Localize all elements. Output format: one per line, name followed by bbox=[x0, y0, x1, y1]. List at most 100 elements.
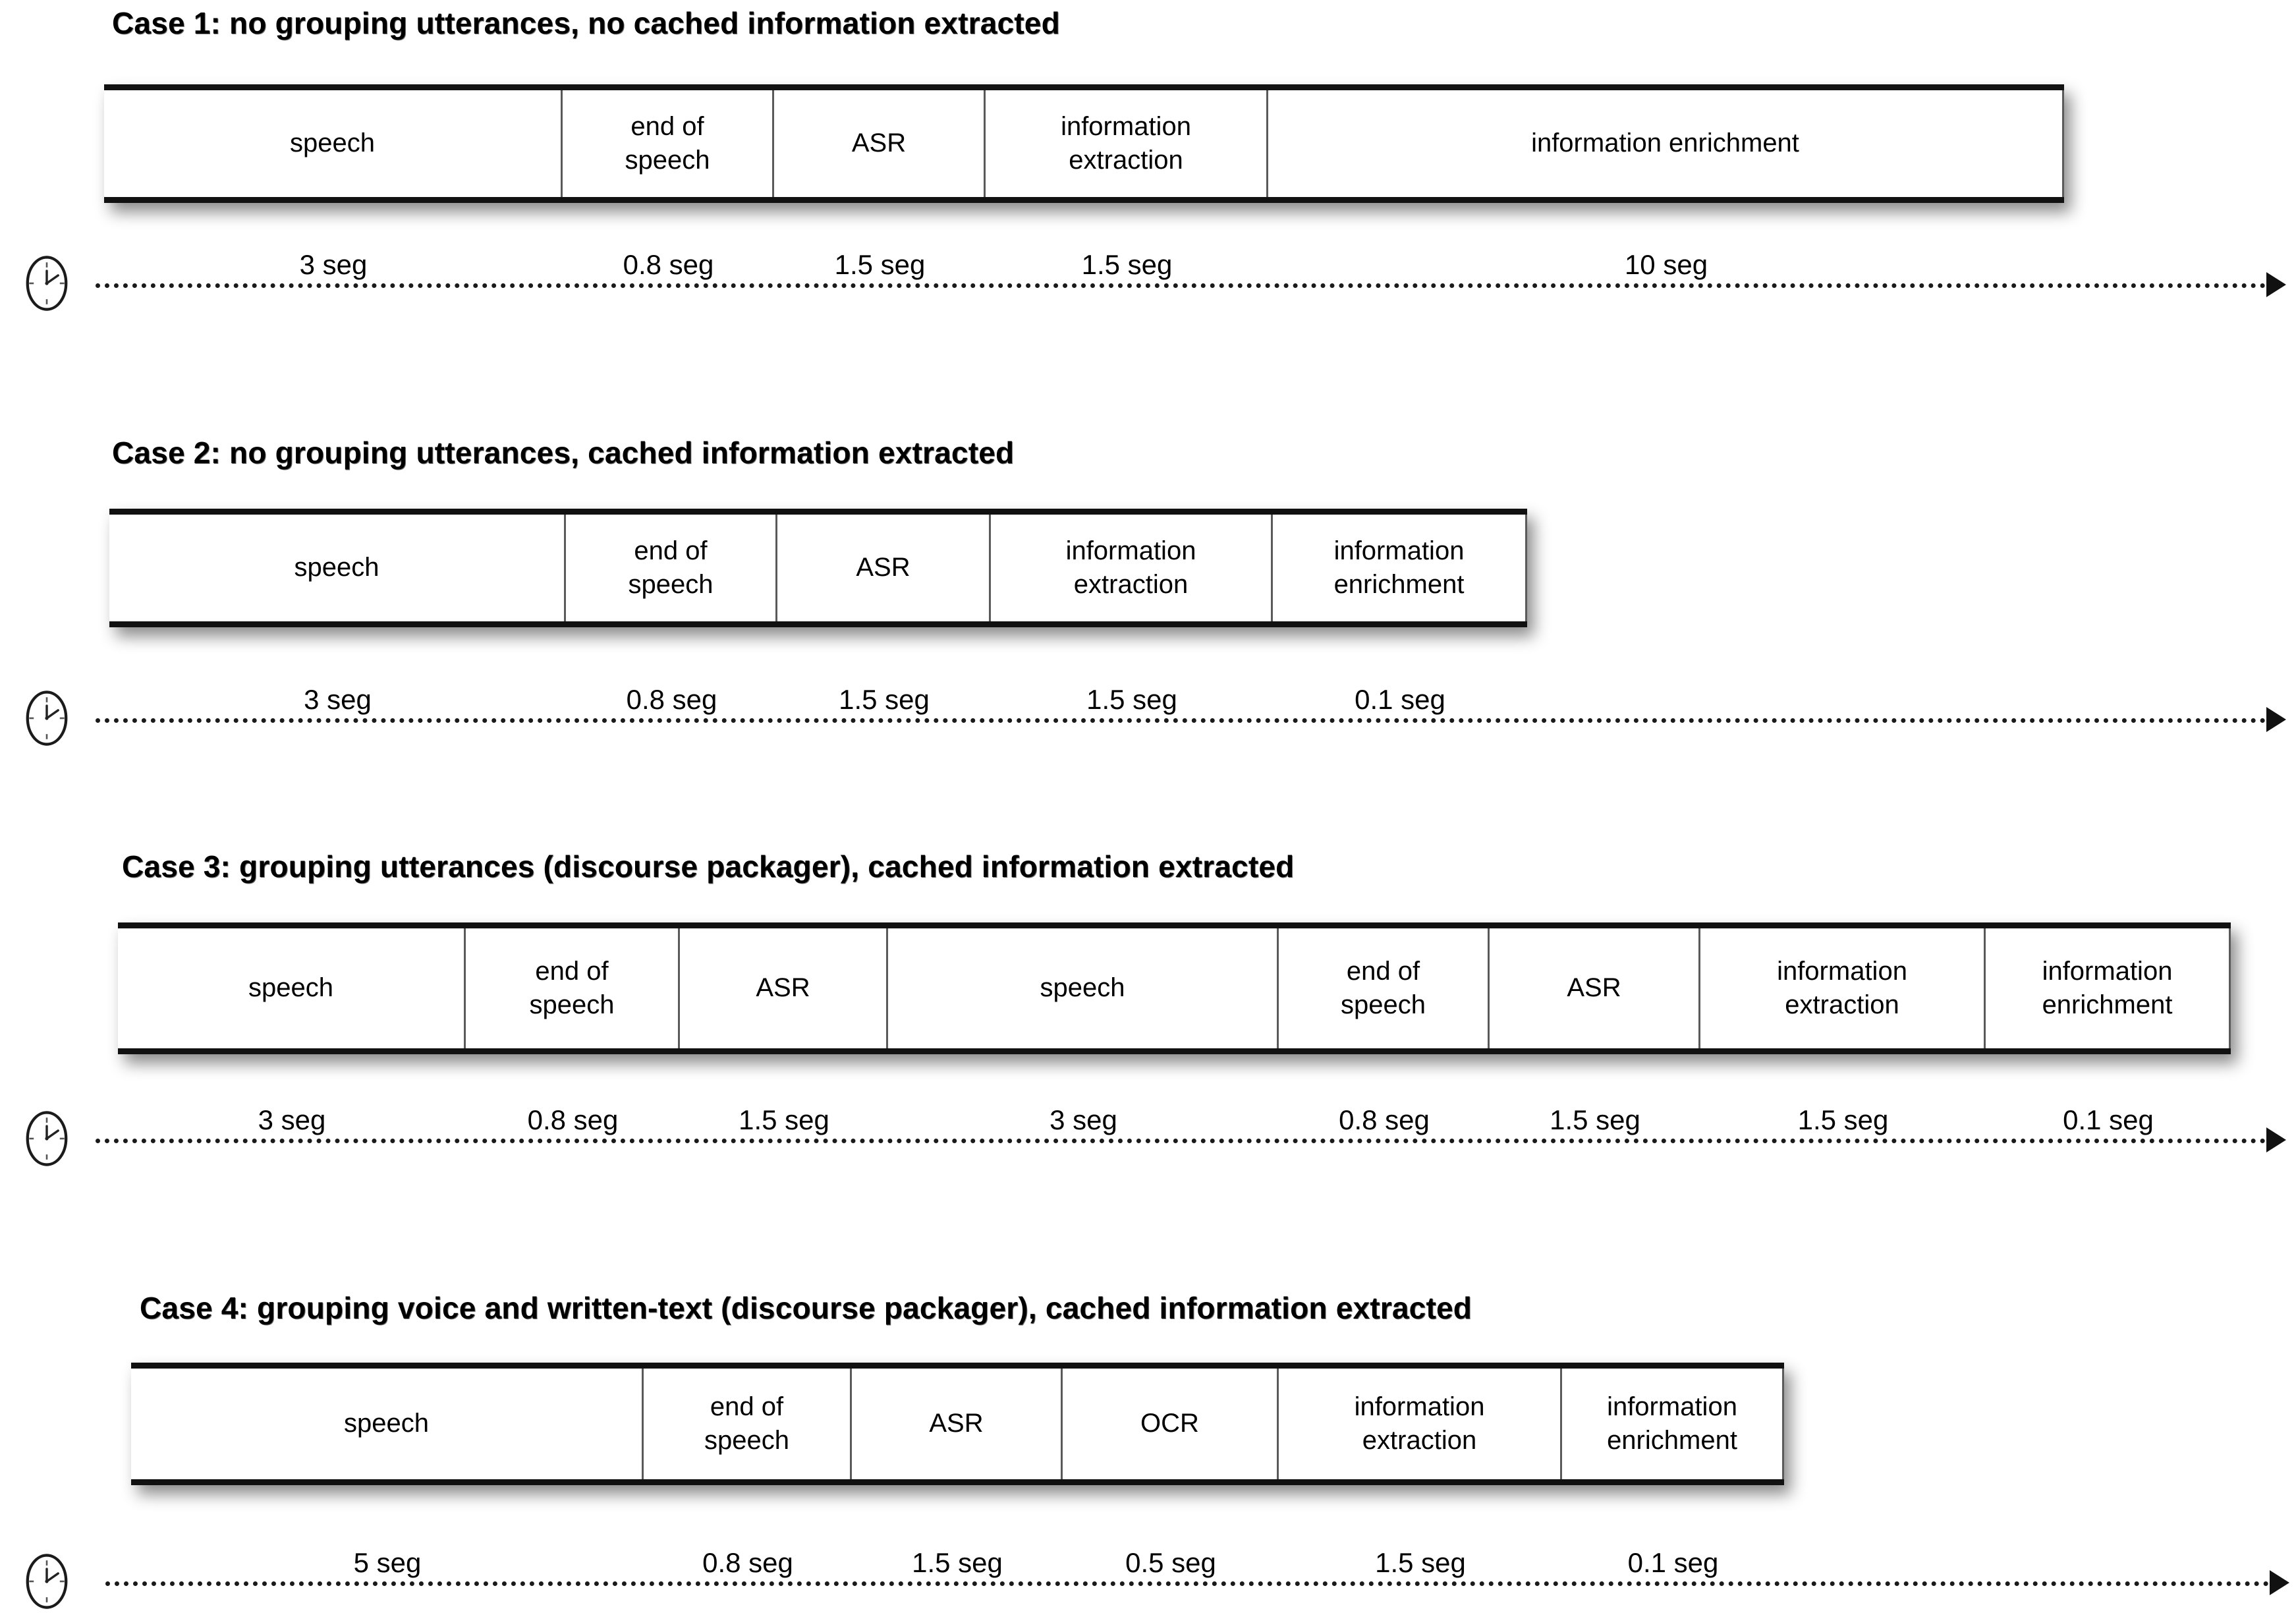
clock-icon bbox=[18, 690, 75, 747]
pipeline-stage-ASR: ASR bbox=[774, 90, 986, 197]
pipeline-stage-ASR: ASR bbox=[852, 1369, 1063, 1479]
stage-label-line: enrichment bbox=[2042, 990, 2173, 1019]
duration-label: 1.5 seg bbox=[839, 684, 930, 715]
stage-label-line: speech bbox=[248, 973, 333, 1003]
pipeline-stage-ASR: ASR bbox=[680, 928, 888, 1048]
stage-label-line: speech bbox=[344, 1409, 429, 1438]
stage-label-line: information enrichment bbox=[1531, 128, 1799, 158]
pipeline-stage-speech: speech bbox=[888, 928, 1279, 1048]
timeline-axis bbox=[96, 1139, 2266, 1143]
pipeline-stage-information-enrichment: information enrichment bbox=[1986, 928, 2231, 1048]
timeline-axis bbox=[105, 1581, 2270, 1586]
stage-label-line: speech bbox=[1040, 973, 1125, 1003]
stage-label-line: speech bbox=[529, 990, 615, 1019]
duration-label: 1.5 seg bbox=[1081, 249, 1173, 280]
stage-label-line: ASR bbox=[1567, 973, 1621, 1003]
stage-label-line: speech bbox=[294, 553, 379, 582]
stage-label-line: information bbox=[1354, 1392, 1485, 1421]
duration-label: 0.5 seg bbox=[1125, 1547, 1216, 1578]
timeline-arrow-icon bbox=[2266, 707, 2286, 732]
duration-label: 0.8 seg bbox=[702, 1547, 793, 1578]
duration-label: 1.5 seg bbox=[912, 1547, 1003, 1578]
pipeline-stage-label: speech bbox=[290, 127, 375, 160]
duration-label: 1.5 seg bbox=[1375, 1547, 1466, 1578]
pipeline-stage-speech: speech bbox=[131, 1369, 644, 1479]
duration-label: 1.5 seg bbox=[834, 249, 926, 280]
clock-icon bbox=[18, 1110, 75, 1167]
duration-label: 3 seg bbox=[1050, 1104, 1117, 1135]
pipeline-stage-label: speech bbox=[294, 551, 379, 584]
case-title: Case 2: no grouping utterances, cached i… bbox=[112, 436, 1015, 470]
pipeline-bar: speech end of speech ASR OCR information extra… bbox=[131, 1363, 1784, 1485]
stage-label-line: end of bbox=[634, 536, 708, 565]
stage-label-line: speech bbox=[1341, 990, 1426, 1019]
pipeline-stage-label: information extraction bbox=[1066, 534, 1196, 602]
stage-label-line: end of bbox=[630, 111, 704, 141]
pipeline-stage-label: ASR bbox=[852, 127, 906, 160]
pipeline-stage-speech: speech bbox=[109, 515, 566, 621]
stage-label-line: information bbox=[1061, 111, 1191, 141]
pipeline-stage-information-extraction: information extraction bbox=[1279, 1369, 1562, 1479]
stage-label-line: extraction bbox=[1362, 1426, 1477, 1455]
pipeline-stage-label: information extraction bbox=[1355, 1390, 1485, 1457]
duration-label: 5 seg bbox=[353, 1547, 422, 1578]
pipeline-stage-label: ASR bbox=[856, 551, 910, 584]
pipeline-stage-ASR: ASR bbox=[1490, 928, 1700, 1048]
case-title: Case 4: grouping voice and written-text … bbox=[140, 1291, 1472, 1325]
stage-label-line: speech bbox=[704, 1426, 789, 1455]
pipeline-stage-label: information enrichment bbox=[1531, 127, 1799, 160]
stage-label-line: speech bbox=[290, 128, 375, 158]
stage-label-line: ASR bbox=[756, 973, 810, 1003]
pipeline-stage-speech: speech bbox=[118, 928, 466, 1048]
pipeline-stage-OCR: OCR bbox=[1063, 1369, 1279, 1479]
stage-label-line: information bbox=[1333, 536, 1465, 565]
timeline-arrow-icon bbox=[2270, 1570, 2289, 1595]
pipeline-stage-end-of-speech: end of speech bbox=[644, 1369, 852, 1479]
timeline-arrow-icon bbox=[2266, 1127, 2286, 1152]
pipeline-stage-label: ASR bbox=[756, 971, 810, 1005]
pipeline-stage-end-of-speech: end of speech bbox=[566, 515, 777, 621]
stage-label-line: information bbox=[1777, 956, 1907, 986]
duration-label: 0.1 seg bbox=[1627, 1547, 1719, 1578]
stage-label-line: end of bbox=[710, 1392, 784, 1421]
duration-label: 3 seg bbox=[258, 1104, 326, 1135]
pipeline-stage-information-extraction: information extraction bbox=[991, 515, 1273, 621]
stage-label-line: speech bbox=[625, 146, 710, 175]
duration-label: 0.1 seg bbox=[2063, 1104, 2154, 1135]
stage-label-line: ASR bbox=[856, 553, 910, 582]
stage-label-line: extraction bbox=[1073, 570, 1189, 599]
duration-label: 1.5 seg bbox=[1550, 1104, 1640, 1135]
stage-label-line: speech bbox=[628, 570, 714, 599]
pipeline-stage-label: speech bbox=[1040, 971, 1125, 1005]
pipeline-stage-label: OCR bbox=[1140, 1407, 1199, 1440]
duration-label: 3 seg bbox=[299, 249, 368, 280]
duration-label: 10 seg bbox=[1624, 249, 1708, 280]
duration-label: 1.5 seg bbox=[739, 1104, 829, 1135]
case-title: Case 3: grouping utterances (discourse p… bbox=[122, 849, 1295, 884]
duration-label: 1.5 seg bbox=[1797, 1104, 1889, 1135]
pipeline-stage-label: end of speech bbox=[625, 110, 710, 177]
pipeline-stage-end-of-speech: end of speech bbox=[563, 90, 774, 197]
clock-icon bbox=[18, 1553, 75, 1610]
stage-label-line: information bbox=[2042, 956, 2173, 986]
timeline-axis bbox=[96, 718, 2266, 723]
stage-label-line: enrichment bbox=[1607, 1426, 1737, 1455]
stage-label-line: OCR bbox=[1140, 1409, 1199, 1438]
stage-label-line: information bbox=[1065, 536, 1196, 565]
